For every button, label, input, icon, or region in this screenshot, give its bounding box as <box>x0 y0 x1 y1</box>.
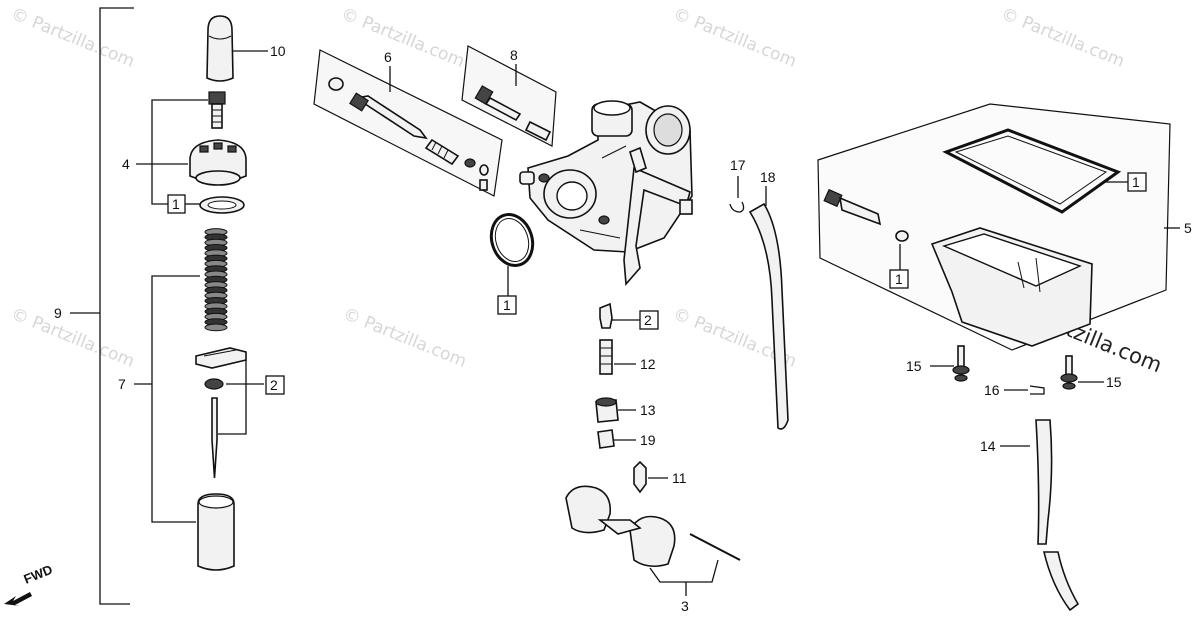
float-bowl-o-ring: 1 <box>489 213 535 315</box>
callout-13: 13 <box>640 402 656 418</box>
boxed-callout-1 <box>1127 172 1147 192</box>
boxed-callout-1 <box>497 295 517 315</box>
callout-14: 14 <box>980 438 996 454</box>
boxed-callout-1 <box>167 194 186 214</box>
watermark-text: © Partzilla.com <box>8 4 137 72</box>
assembly-bracket-9: 9 <box>54 7 134 605</box>
boxed-callout-1-label: 1 <box>503 297 511 313</box>
spring-coil <box>204 323 228 332</box>
watermark-text: © Partzilla.com <box>340 304 469 372</box>
callout-11: 11 <box>672 470 687 486</box>
jet-parts: 2 12 13 19 11 <box>595 302 687 494</box>
callout-10: 10 <box>270 43 286 59</box>
part-6-pilot-screw-set: 6 <box>313 49 503 197</box>
callout-9: 9 <box>54 305 62 321</box>
callout-12: 12 <box>640 356 656 372</box>
boxed-callout-2-label: 2 <box>270 377 278 393</box>
bowl-screws-and-drain: 15 15 16 14 <box>906 345 1122 612</box>
part-3-float: 3 <box>565 485 741 614</box>
callout-19: 19 <box>640 432 656 448</box>
boxed-callout-1-label: 1 <box>172 196 180 212</box>
callout-16: 16 <box>984 382 1000 398</box>
boxed-callout-2 <box>639 310 659 330</box>
watermark-text: © Partzilla.com <box>998 4 1127 72</box>
part-5-float-bowl-set: 5 1 1 <box>817 103 1192 351</box>
throttle-spring <box>204 228 228 332</box>
callout-17: 17 <box>730 157 746 173</box>
callout-3: 3 <box>681 598 689 614</box>
callout-4: 4 <box>122 156 130 172</box>
boxed-callout-1-label: 1 <box>895 271 903 287</box>
watermark-text: © Partzilla.com <box>338 4 467 72</box>
callout-18: 18 <box>760 169 776 185</box>
boxed-callout-2 <box>265 375 285 395</box>
boxed-callout-2-label: 2 <box>644 312 652 328</box>
part-7-needle-assembly: 7 2 <box>118 275 285 571</box>
part-4-cap-assembly: 4 1 <box>122 91 247 214</box>
carburetor-body <box>519 100 693 286</box>
callout-6: 6 <box>384 49 392 65</box>
callout-5: 5 <box>1184 220 1192 236</box>
watermark-text: © Partzilla.com <box>8 304 137 372</box>
boxed-callout-1-label: 1 <box>1132 174 1140 190</box>
part-10-cap: 10 <box>206 15 286 82</box>
watermark-text: © Partzilla.com <box>670 4 799 72</box>
callout-15: 15 <box>1106 374 1122 390</box>
forward-direction-indicator: FWD <box>4 562 55 606</box>
callout-7: 7 <box>118 376 126 392</box>
boxed-callout-1 <box>889 269 909 289</box>
part-8-throttle-stop-set: 8 <box>461 45 557 147</box>
part-17-clip-and-18-vent-tube: 17 18 <box>729 157 789 430</box>
callout-8: 8 <box>510 47 518 63</box>
fwd-label: FWD <box>22 562 55 587</box>
callout-15: 15 <box>906 358 922 374</box>
